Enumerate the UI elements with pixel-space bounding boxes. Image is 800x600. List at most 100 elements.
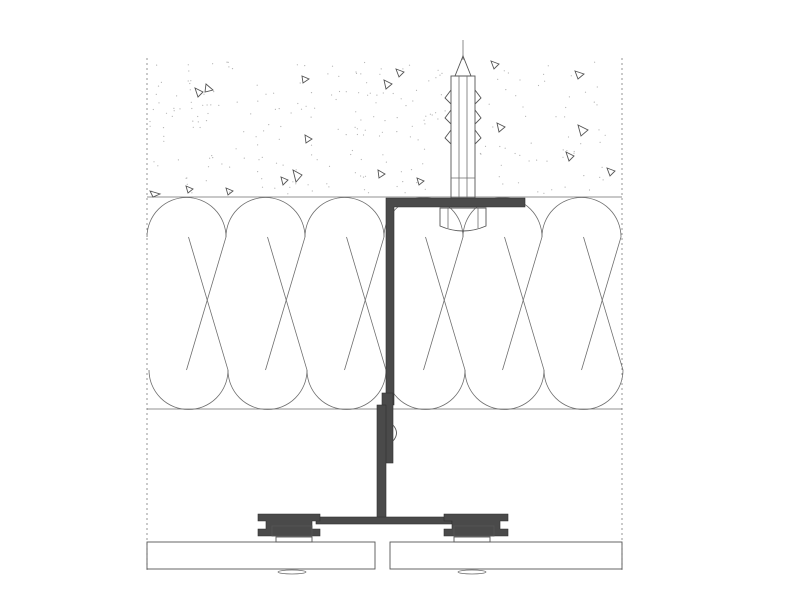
- concrete-speckle: [360, 119, 362, 121]
- concrete-speckle: [444, 110, 446, 112]
- concrete-speckle: [364, 175, 367, 177]
- concrete-speckle: [228, 66, 230, 68]
- concrete-speckle: [292, 181, 294, 183]
- concrete-speckle: [601, 166, 603, 168]
- concrete-speckle: [258, 159, 260, 161]
- concrete-speckle: [305, 105, 307, 107]
- concrete-speckle: [364, 129, 366, 131]
- concrete-speckle: [205, 120, 208, 122]
- concrete-speckle: [428, 80, 430, 82]
- concrete-speckle: [502, 183, 504, 185]
- concrete-speckle: [311, 154, 313, 156]
- concrete-speckle: [162, 127, 165, 129]
- concrete-speckle: [435, 112, 437, 114]
- concrete-speckle: [375, 102, 377, 104]
- concrete-speckle: [243, 131, 245, 133]
- insulation-lobe-top: [541, 197, 622, 371]
- aggregate-triangle: [606, 167, 616, 177]
- aggregate-triangle: [574, 70, 585, 80]
- concrete-speckle: [328, 186, 330, 188]
- anchor-wing: [474, 129, 482, 145]
- concrete-speckle: [497, 78, 499, 80]
- concrete-speckle: [316, 159, 318, 161]
- concrete-speckle: [192, 120, 194, 122]
- concrete-speckle: [400, 171, 402, 173]
- insulation-batt-pattern: [146, 197, 624, 410]
- concrete-speckle: [396, 117, 398, 119]
- concrete-speckle: [479, 152, 481, 155]
- anchor-sleeve: [450, 75, 476, 199]
- cladding-panels: [146, 541, 623, 575]
- insulation-lobe-bottom: [464, 236, 545, 410]
- concrete-speckle: [405, 105, 407, 107]
- concrete-speckle: [573, 152, 575, 154]
- concrete-speckle: [261, 186, 264, 188]
- concrete-speckle: [367, 192, 370, 194]
- insulation-lobe-bottom: [306, 236, 387, 410]
- concrete-dots: [149, 61, 606, 195]
- clip-right-pad: [453, 536, 491, 543]
- concrete-speckle: [192, 126, 194, 128]
- insulation-lobe-bottom: [148, 236, 229, 410]
- concrete-speckle: [345, 134, 347, 136]
- concrete-speckle: [152, 108, 154, 111]
- concrete-speckle: [265, 93, 267, 95]
- concrete-speckle: [345, 91, 347, 93]
- concrete-speckle: [282, 164, 284, 166]
- concrete-speckle: [338, 75, 340, 77]
- aggregate-triangle: [280, 176, 289, 186]
- concrete-speckle: [604, 134, 606, 136]
- concrete-speckle: [379, 73, 381, 75]
- concrete-speckle: [484, 145, 487, 147]
- t-profile-flange: [315, 516, 453, 525]
- concrete-speckle: [362, 134, 365, 136]
- concrete-speckle: [203, 93, 205, 95]
- concrete-speckle: [207, 166, 210, 168]
- aggregate-triangle: [565, 151, 575, 162]
- concrete-speckle: [369, 92, 371, 94]
- concrete-speckle: [165, 112, 168, 114]
- concrete-speckle: [209, 157, 211, 159]
- concrete-speckle: [186, 183, 188, 185]
- concrete-speckle: [598, 129, 600, 131]
- concrete-speckle: [278, 138, 280, 140]
- concrete-speckle: [190, 80, 192, 82]
- aggregate-triangle: [416, 177, 425, 186]
- concrete-speckle: [257, 100, 259, 102]
- aggregate-triangle: [292, 169, 303, 183]
- concrete-speckle: [504, 147, 506, 149]
- concrete-speckle: [488, 103, 490, 105]
- concrete-speckle: [255, 136, 257, 138]
- aggregate-triangle: [490, 60, 500, 70]
- concrete-speckle: [500, 164, 502, 166]
- concrete-speckle: [492, 126, 494, 128]
- concrete-speckle: [429, 113, 431, 115]
- concrete-speckle: [207, 112, 209, 115]
- concrete-speckle: [188, 70, 190, 72]
- concrete-speckle: [261, 156, 263, 158]
- concrete-speckle: [177, 159, 179, 161]
- concrete-speckle: [229, 191, 231, 193]
- concrete-speckle: [602, 179, 604, 181]
- concrete-speckle: [423, 119, 425, 121]
- concrete-speckle: [385, 161, 387, 163]
- concrete-speckle: [547, 65, 549, 67]
- concrete-speckle: [191, 192, 193, 194]
- anchor-nut: [439, 207, 487, 232]
- concrete-speckle: [197, 121, 199, 123]
- insulation-lobe-top: [462, 197, 543, 371]
- concrete-speckle: [274, 187, 276, 189]
- concrete-speckle: [367, 94, 369, 96]
- concrete-speckle: [173, 107, 175, 109]
- panel-fixing-left: [277, 569, 307, 575]
- aggregate-triangle: [185, 185, 194, 194]
- concrete-speckle: [412, 100, 414, 102]
- l-bracket: [385, 197, 526, 406]
- concrete-speckle: [221, 163, 223, 165]
- concrete-speckle: [156, 64, 158, 66]
- concrete-speckle: [505, 89, 507, 91]
- concrete-speckle: [424, 188, 426, 190]
- concrete-speckle: [212, 157, 214, 159]
- concrete-speckle: [250, 113, 252, 115]
- concrete-speckle: [243, 157, 245, 159]
